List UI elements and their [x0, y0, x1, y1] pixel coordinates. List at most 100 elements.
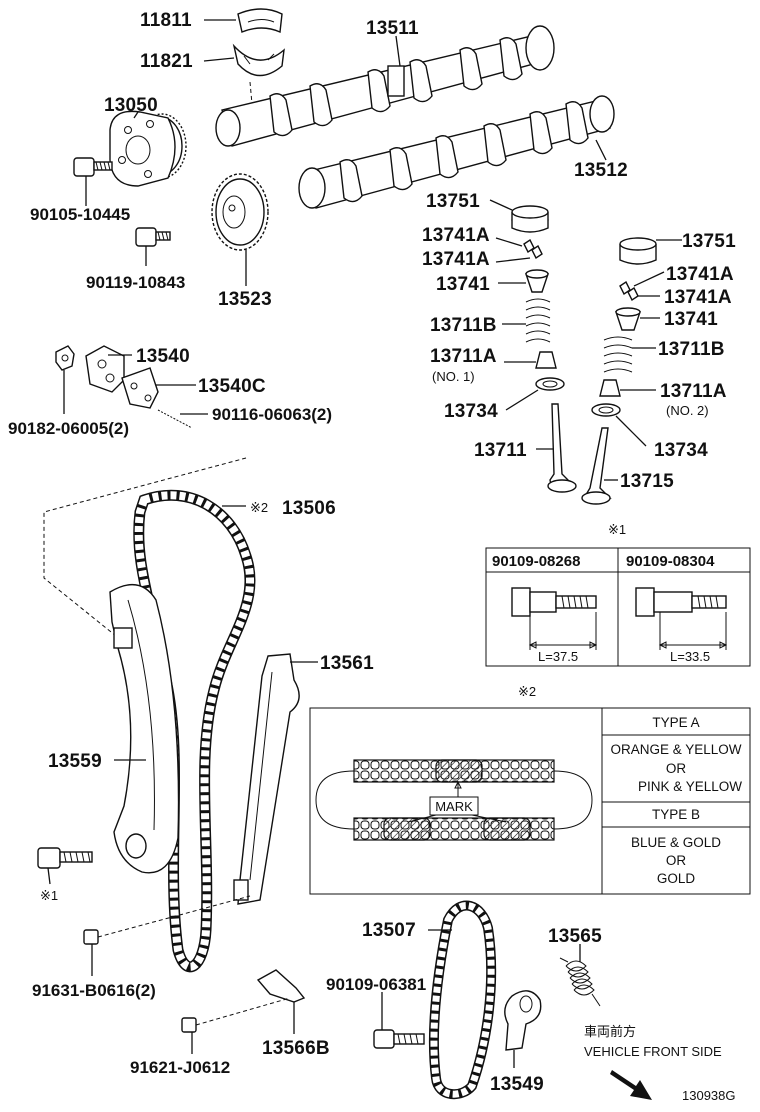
label-13711A-b: 13711A [660, 381, 727, 402]
ref2-box: ※2 [518, 684, 536, 699]
label-13751-a: 13751 [426, 191, 480, 212]
label-13734-b: 13734 [654, 440, 708, 461]
label-13751-b: 13751 [682, 231, 736, 252]
valve-retainer-13741-a [525, 269, 549, 293]
stud-90116 [157, 409, 193, 429]
label-13561: 13561 [320, 653, 374, 674]
label-13512: 13512 [574, 160, 628, 181]
label-13741A-b1: 13741A [666, 264, 734, 285]
label-13711B-a: 13711B [430, 315, 497, 336]
chain-strip-upper [353, 759, 555, 783]
bolt-91631 [83, 895, 251, 945]
bolt-table [485, 547, 751, 667]
chain-tensioner-13540 [85, 345, 125, 393]
bolt-table-col2-length: L=33.5 [670, 649, 710, 664]
valve-lifter-13751-a [511, 205, 549, 233]
chain-type-table [309, 707, 751, 895]
label-13507: 13507 [362, 920, 416, 941]
label-13540: 13540 [136, 346, 190, 367]
type-b-line1: BLUE & GOLD [631, 835, 721, 850]
type-a-label: TYPE A [652, 715, 699, 730]
bearing-lower-11821 [232, 43, 285, 77]
label-13549: 13549 [490, 1074, 544, 1095]
bolt-91621 [181, 997, 291, 1033]
labels: 11811 11821 13050 13511 13512 90105-1044… [8, 10, 742, 1103]
figure-id: 130938G [682, 1088, 736, 1103]
label-13559: 13559 [48, 751, 102, 772]
label-11821: 11821 [140, 51, 193, 72]
label-no1: (NO. 1) [432, 369, 475, 384]
valve-seal-13711A-a [535, 351, 557, 369]
valve-spring-13711B-a [525, 298, 551, 343]
exhaust-valve-13715 [581, 427, 612, 505]
type-b-line2: OR [666, 853, 687, 868]
valve-spring-13711B-b [603, 336, 633, 373]
label-90109: 90109-06381 [326, 975, 426, 994]
direction-japanese: 車両前方 [584, 1024, 636, 1039]
valve-seal-13711A-b [599, 379, 621, 397]
label-90182: 90182-06005(2) [8, 419, 129, 438]
label-13511: 13511 [366, 18, 419, 39]
intake-valve-13711 [547, 403, 577, 493]
type-a-line1: ORANGE & YELLOW [610, 742, 741, 757]
label-13711A-a: 13711A [430, 346, 497, 367]
nut-90182 [55, 345, 75, 371]
gasket-13540C [121, 367, 159, 409]
label-11811: 11811 [140, 10, 192, 31]
ref2-chain: ※2 [250, 500, 268, 515]
label-13734-a: 13734 [444, 401, 498, 422]
label-13566B: 13566B [262, 1038, 330, 1059]
chain-slipper-guide-13559 [109, 583, 180, 874]
type-b-label: TYPE B [652, 807, 700, 822]
label-13715: 13715 [620, 471, 674, 492]
bolt-table-col2-header: 90109-08304 [626, 553, 715, 570]
chain-guide-13561 [233, 653, 300, 905]
chain-guide-13566B [256, 969, 306, 1003]
ref1-table: ※1 [608, 522, 626, 537]
label-90105: 90105-10445 [30, 205, 130, 224]
direction-english: VEHICLE FRONT SIDE [584, 1044, 722, 1059]
label-13050: 13050 [104, 95, 158, 116]
spring-seat-13734-a [535, 377, 565, 391]
label-91631: 91631-B0616(2) [32, 981, 156, 1000]
label-13711: 13711 [474, 440, 527, 461]
label-13741A-a1: 13741A [422, 225, 490, 246]
label-13565: 13565 [548, 926, 602, 947]
bolt-90119 [135, 227, 171, 247]
valve-lifter-13751-b [619, 237, 657, 265]
label-13506: 13506 [282, 498, 336, 519]
bearing-upper-11811 [237, 8, 283, 34]
camshaft-timing-gear-13050 [109, 110, 187, 187]
intake-camshaft-13511 [215, 25, 555, 147]
label-13711B-b: 13711B [658, 339, 725, 360]
valve-retainer-13741-b [615, 307, 641, 331]
label-90116: 90116-06063(2) [212, 405, 332, 424]
label-13741A-b2: 13741A [664, 287, 732, 308]
label-13741-a: 13741 [436, 274, 490, 295]
spring-seat-13734-b [591, 403, 621, 417]
type-b-line3: GOLD [657, 871, 696, 886]
front-direction-arrow [610, 1070, 652, 1100]
type-a-line3: PINK & YELLOW [638, 779, 742, 794]
sprocket-13523 [211, 173, 269, 251]
exhaust-camshaft-13512 [298, 95, 615, 209]
chain-tensioner-arm-13549 [504, 990, 542, 1051]
label-13540C: 13540C [198, 376, 266, 397]
ref1-bolt: ※1 [40, 888, 58, 903]
label-13523: 13523 [218, 289, 272, 310]
label-13741-b: 13741 [664, 309, 718, 330]
bolt-90109 [373, 1029, 425, 1049]
timing-chain-13507 [428, 900, 497, 1100]
spring-13565 [559, 957, 601, 1007]
label-13741A-a2: 13741A [422, 249, 490, 270]
bolt-90105 [73, 157, 113, 177]
label-90119: 90119-10843 [86, 273, 185, 292]
label-no2: (NO. 2) [666, 403, 709, 418]
valve-keeper-13741A-a [523, 238, 543, 260]
label-91621: 91621-J0612 [130, 1058, 230, 1077]
bolt-table-col1-header: 90109-08268 [492, 553, 580, 570]
bolt-table-col1-length: L=37.5 [538, 649, 578, 664]
bolt-ref1 [37, 847, 93, 869]
mark-label: MARK [435, 799, 473, 814]
